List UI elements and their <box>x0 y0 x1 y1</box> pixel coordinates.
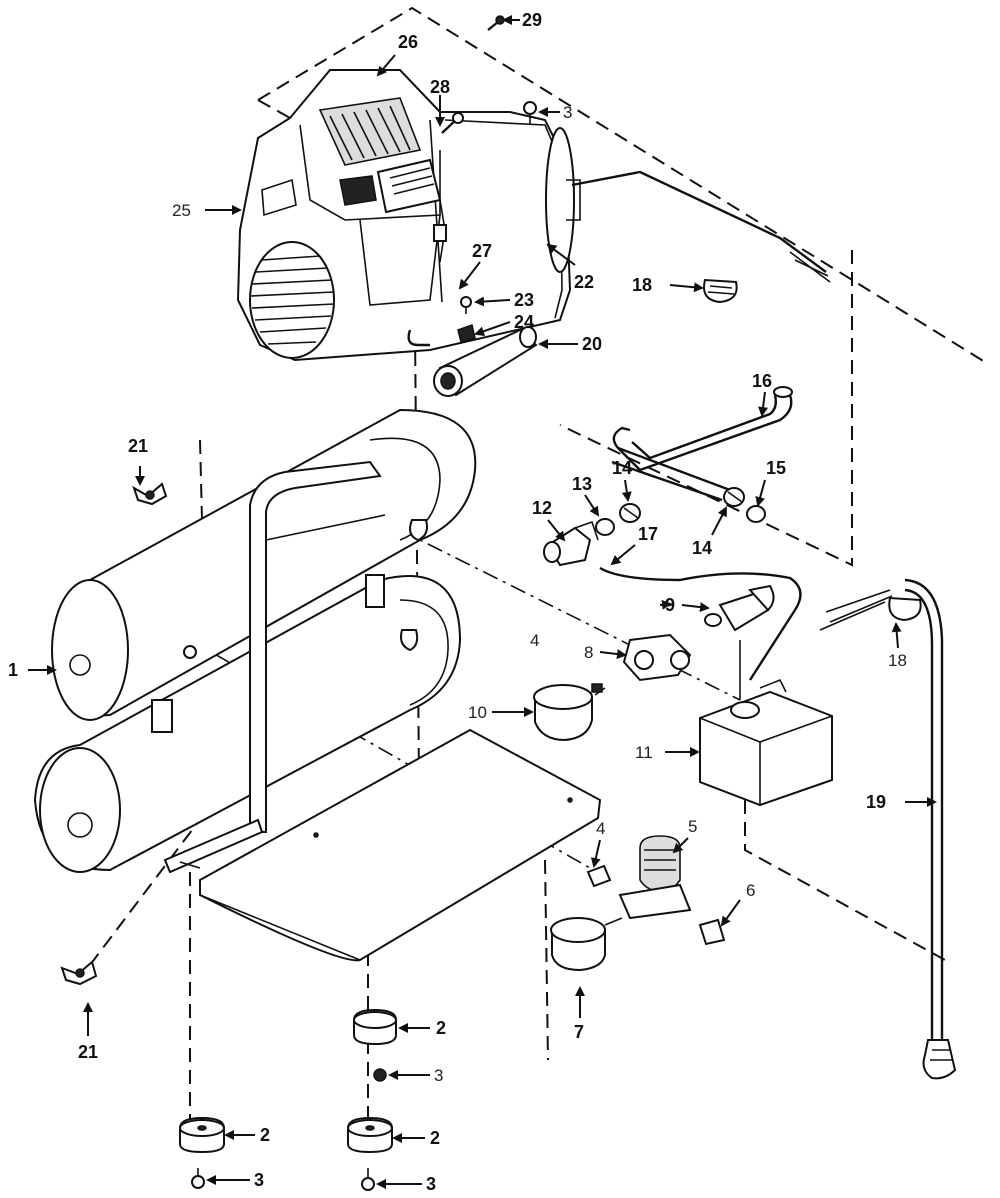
motor-pump-assembly <box>236 69 581 362</box>
strain-relief-18-top <box>703 278 738 304</box>
screws-3 <box>191 1068 387 1191</box>
callout-13: 13 <box>572 474 592 494</box>
callout-14-bottom: 14 <box>692 538 712 558</box>
callout-17: 17 <box>638 524 658 544</box>
callout-4-regulator: 4 <box>596 819 605 838</box>
base-plate <box>163 728 602 962</box>
callout-3-middle: 3 <box>434 1066 443 1085</box>
callout-15: 15 <box>766 458 786 478</box>
callout-29: 29 <box>522 10 542 30</box>
callout-28: 28 <box>430 77 450 97</box>
callout-21-top: 21 <box>128 436 148 456</box>
wing-nut-21-top <box>132 482 168 506</box>
callout-8: 8 <box>584 643 593 662</box>
discharge-tube-16 <box>611 386 793 502</box>
callout-3-motor: 3 <box>563 103 572 122</box>
oil-tank-11 <box>699 678 833 807</box>
regulator-assembly <box>550 835 726 972</box>
pressure-switch-9 <box>704 584 775 632</box>
callout-12: 12 <box>532 498 552 518</box>
callout-9: 9 <box>665 595 675 615</box>
rubber-foot-2-upper <box>353 1008 397 1046</box>
callout-27: 27 <box>472 241 492 261</box>
callout-arrows <box>28 15 937 1189</box>
callout-20: 20 <box>582 334 602 354</box>
callout-labels: 29 26 28 3 25 22 27 23 24 20 18 16 14 13… <box>8 10 907 1194</box>
callout-18-bottom: 18 <box>888 651 907 670</box>
callout-3-right: 3 <box>426 1174 436 1194</box>
callout-6: 6 <box>746 881 755 900</box>
check-valve-12 <box>543 520 599 567</box>
callout-5: 5 <box>688 817 697 836</box>
callout-11: 11 <box>635 743 653 762</box>
callout-25: 25 <box>172 201 191 220</box>
callout-18-top: 18 <box>632 275 652 295</box>
manifold-8 <box>622 633 692 682</box>
lower-tank <box>33 575 462 873</box>
cylinder-head-fins <box>318 97 442 214</box>
callout-26: 26 <box>398 32 418 52</box>
fittings-13-14-15 <box>595 487 766 536</box>
callout-2-upper: 2 <box>436 1018 446 1038</box>
intake-tube-20 <box>433 326 538 397</box>
callout-7: 7 <box>574 1022 584 1042</box>
callout-2-right: 2 <box>430 1128 440 1148</box>
callout-22: 22 <box>574 272 594 292</box>
callout-21-bottom: 21 <box>78 1042 98 1062</box>
power-cord-19 <box>819 578 957 1080</box>
callout-1: 1 <box>8 660 18 680</box>
fan-guard-grille <box>249 241 335 359</box>
callout-4-tank: 4 <box>530 631 539 650</box>
rubber-foot-2-left <box>179 1116 225 1154</box>
motor-cord <box>571 170 831 283</box>
callout-3-left: 3 <box>254 1170 264 1190</box>
callout-24: 24 <box>514 312 534 332</box>
callout-10: 10 <box>468 703 487 722</box>
gauge-10 <box>533 683 606 742</box>
motor-hardware <box>433 15 537 343</box>
callout-2-left: 2 <box>260 1125 270 1145</box>
callout-14-top: 14 <box>612 458 632 478</box>
callout-16: 16 <box>752 371 772 391</box>
handle-frame <box>249 460 386 833</box>
unloader-tube-17 <box>599 566 802 700</box>
callout-19: 19 <box>866 792 886 812</box>
tank-brackets <box>151 519 428 733</box>
callout-23: 23 <box>514 290 534 310</box>
wing-nut-21-bottom <box>60 960 98 986</box>
rubber-foot-2-right <box>347 1116 393 1154</box>
